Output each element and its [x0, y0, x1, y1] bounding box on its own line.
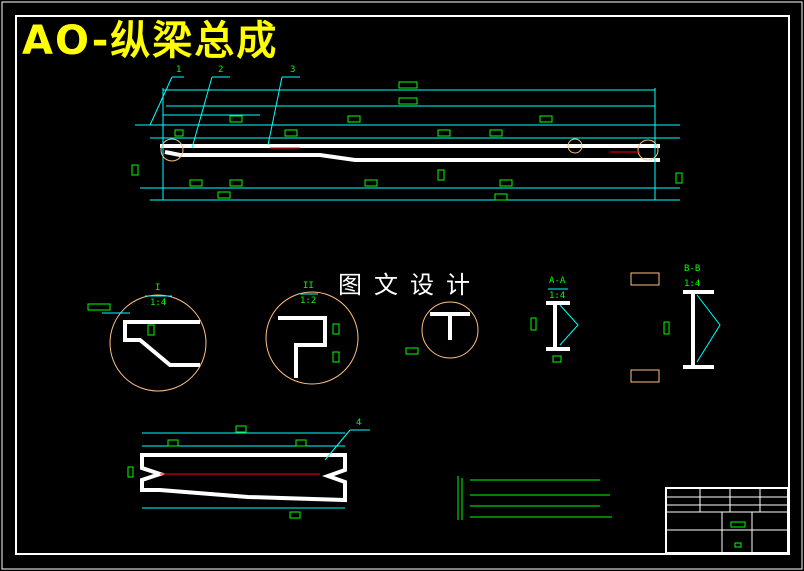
balloon-4: 4: [356, 418, 362, 428]
bottom-plate-view: [127, 425, 370, 519]
detail-i-label: I: [155, 283, 161, 293]
notes-text-block: [457, 476, 612, 520]
balloon-2: 2: [218, 65, 224, 75]
detail-i-scale: 1:4: [150, 298, 167, 308]
section-b-b-scale: 1:4: [684, 279, 701, 289]
detail-view-3: [405, 301, 479, 359]
detail-view-ii: [265, 291, 359, 385]
section-a-a-label: A-A: [549, 276, 566, 286]
section-b-b-label: B-B: [684, 264, 701, 274]
detail-ii-label: II: [303, 281, 314, 291]
section-a-a: [530, 288, 579, 363]
main-view-beam: [131, 76, 683, 201]
detail-ii-scale: 1:2: [300, 296, 317, 306]
title-block: [665, 487, 789, 554]
section-a-a-scale: 1:4: [549, 291, 566, 301]
detail-view-i: [87, 294, 207, 392]
drawing-title: AO-纵梁总成: [22, 18, 279, 64]
balloon-3: 3: [290, 65, 296, 75]
inner-border: [15, 15, 790, 555]
balloon-1: 1: [176, 65, 182, 75]
section-b-b: [630, 272, 721, 383]
watermark-text: 图文设计: [338, 271, 482, 299]
